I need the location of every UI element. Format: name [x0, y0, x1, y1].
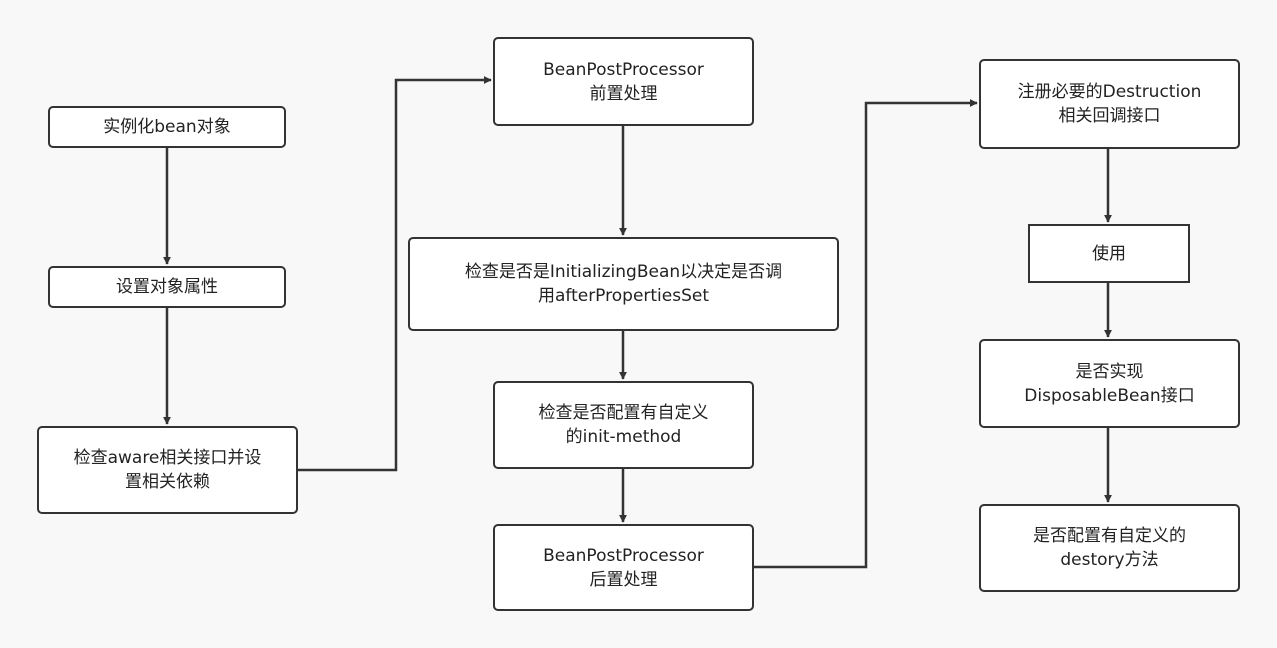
bpp-before-node: BeanPostProcessor 前置处理 [493, 37, 754, 126]
set-properties-line-1: 设置对象属性 [116, 277, 218, 297]
use-node: 使用 [1028, 224, 1190, 283]
use-line-1: 使用 [1092, 243, 1126, 264]
aware-check-line-2: 置相关依赖 [125, 472, 210, 492]
register-destruction-line-1: 注册必要的Destruction [1017, 82, 1202, 102]
register-destruction-node: 注册必要的Destruction 相关回调接口 [979, 59, 1240, 149]
destroy-method-line-1: 是否配置有自定义的 [1033, 526, 1186, 546]
initializing-bean-line-1: 检查是否是InitializingBean以决定是否调 [464, 262, 783, 282]
set-properties-node: 设置对象属性 [48, 266, 286, 308]
disposable-bean-node: 是否实现 DisposableBean接口 [979, 339, 1240, 428]
aware-check-node: 检查aware相关接口并设 置相关依赖 [37, 426, 298, 514]
arrow-aware-to-bpp-before [297, 76, 492, 472]
initializing-bean-node: 检查是否是InitializingBean以决定是否调 用afterProper… [408, 237, 839, 331]
destroy-method-line-2: destory方法 [1060, 550, 1159, 570]
disposable-bean-line-2: DisposableBean接口 [1024, 385, 1195, 406]
initializing-bean-line-2: 用afterPropertiesSet [537, 286, 710, 306]
bpp-before-line-1: BeanPostProcessor [543, 59, 704, 80]
arrow-bpp-after-to-register [753, 99, 978, 569]
bpp-after-line-2: 后置处理 [589, 569, 658, 590]
register-destruction-line-2: 相关回调接口 [1058, 106, 1161, 126]
disposable-bean-line-1: 是否实现 [1075, 361, 1144, 382]
init-method-line-1: 检查是否配置有自定义 [538, 403, 709, 423]
init-method-node: 检查是否配置有自定义 的init-method [493, 381, 754, 469]
aware-check-line-1: 检查aware相关接口并设 [73, 448, 262, 468]
destroy-method-node: 是否配置有自定义的 destory方法 [979, 504, 1240, 592]
init-method-line-2: 的init-method [565, 427, 682, 447]
instantiate-bean-node: 实例化bean对象 [48, 106, 286, 148]
instantiate-bean-line-1: 实例化bean对象 [103, 117, 231, 137]
bpp-after-line-1: BeanPostProcessor [543, 545, 704, 566]
bpp-after-node: BeanPostProcessor 后置处理 [493, 524, 754, 611]
bpp-before-line-2: 前置处理 [589, 83, 658, 104]
